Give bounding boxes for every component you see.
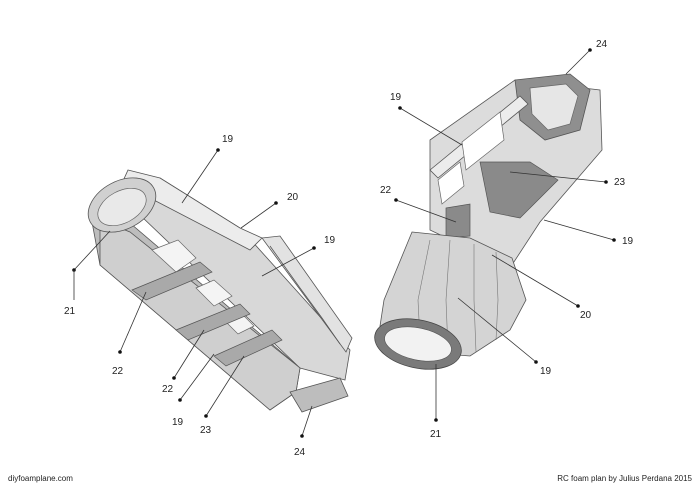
left-callouts: 19 20 19 21 22 22 19 23 24	[64, 134, 336, 458]
left-tail-former	[289, 377, 349, 413]
left-former-23	[213, 329, 283, 367]
right-callout-22: 22	[380, 185, 392, 196]
left-callout-24: 24	[294, 447, 306, 458]
footer-site-name: diyfoamplane.com	[8, 474, 73, 483]
left-callout-20: 20	[287, 192, 299, 203]
right-callout-20: 20	[580, 310, 592, 321]
right-callout-23: 23	[614, 177, 626, 188]
right-window-frame-2	[461, 111, 505, 171]
footer-credit: RC foam plan by Julius Perdana 2015	[557, 474, 692, 483]
right-cowl-seam-4	[495, 251, 499, 341]
left-former-22a	[131, 261, 213, 301]
right-window-frame-3	[437, 161, 465, 205]
right-callout-19-bottom: 19	[540, 366, 552, 377]
right-nose-opening	[384, 326, 452, 362]
right-tail-opening	[529, 83, 579, 131]
right-fuselage-view	[374, 73, 603, 370]
left-former-22b	[175, 303, 251, 341]
right-callout-21: 21	[430, 429, 442, 440]
left-callout-22-b: 22	[162, 384, 174, 395]
right-callouts: 24 19 22 23 19 20 19 21	[380, 39, 634, 440]
right-former-23	[479, 161, 559, 219]
left-callout-22-a: 22	[112, 366, 124, 377]
right-former-22	[445, 203, 471, 239]
left-callout-19-right: 19	[324, 235, 336, 246]
left-callout-19-top: 19	[222, 134, 234, 145]
left-fuselage-view	[87, 169, 353, 413]
left-canopy-rail	[269, 245, 341, 345]
left-callout-19-bottom: 19	[172, 417, 184, 428]
left-callout-23: 23	[200, 425, 212, 436]
right-callout-24: 24	[596, 39, 608, 50]
left-nose-opening	[97, 187, 147, 227]
right-cowl-seam-3	[473, 244, 477, 353]
left-callout-21: 21	[64, 306, 76, 317]
right-callout-19-top: 19	[390, 92, 402, 103]
right-callout-19-right: 19	[622, 236, 634, 247]
left-cutout-1	[151, 239, 197, 273]
left-canopy-frame	[261, 235, 353, 353]
left-cutout-2	[195, 279, 233, 307]
